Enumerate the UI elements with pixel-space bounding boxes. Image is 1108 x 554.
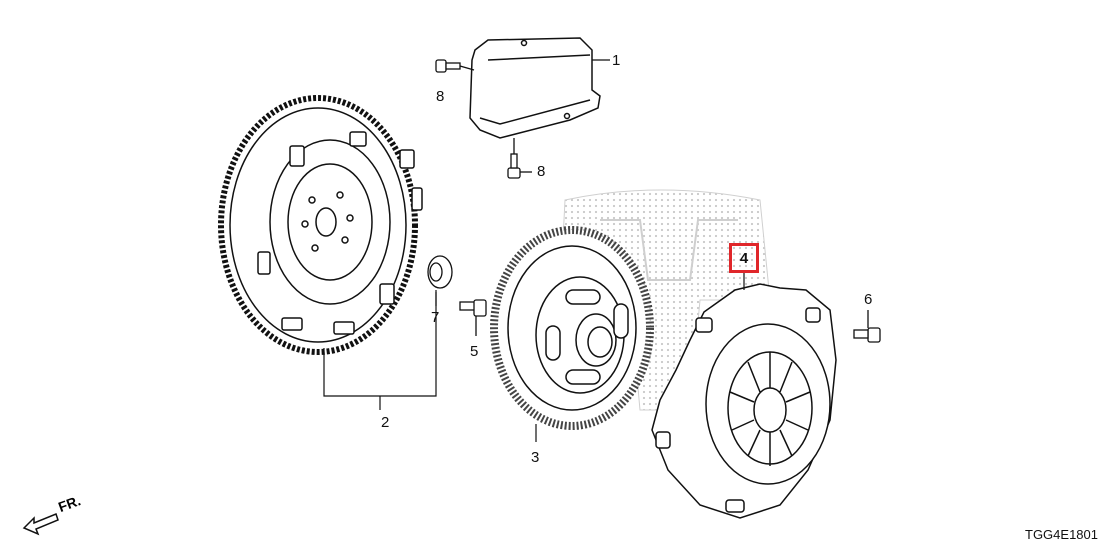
front-direction-arrow-icon: [22, 513, 59, 536]
bearing-part-7: [427, 255, 453, 289]
bolt-part-6: [853, 310, 881, 343]
callout-part-2: 2: [381, 414, 390, 431]
callout-part-8-lower: 8: [537, 163, 546, 180]
pressure-plate-part-4: [651, 283, 837, 519]
callout-part-1: 1: [612, 52, 621, 69]
cover-plate-part-1: [469, 37, 601, 139]
flywheel-part-2: [218, 95, 423, 355]
clutch-disc-part-3: [490, 226, 654, 430]
bolt-part-5: [459, 299, 487, 336]
callout-part-6: 6: [864, 291, 873, 308]
callout-part-4-label: 4: [739, 249, 749, 267]
callout-part-8-upper: 8: [436, 88, 445, 105]
callout-part-4-highlighted: 4: [729, 243, 759, 273]
callout-part-7: 7: [431, 309, 440, 326]
callout-part-3: 3: [531, 449, 540, 466]
bolt-part-8-upper: [435, 59, 475, 73]
diagram-code: TGG4E1801: [1025, 527, 1098, 542]
bolt-part-8-lower: [507, 138, 532, 179]
callout-part-5: 5: [470, 343, 479, 360]
